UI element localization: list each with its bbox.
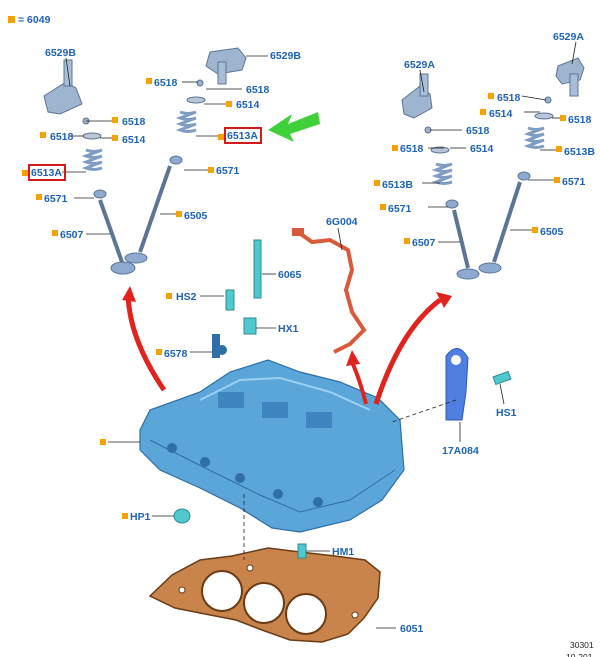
highlight-box-6513A-mid bbox=[224, 127, 262, 144]
label-6514-d: 6514 bbox=[470, 143, 494, 155]
label-6571-a: 6571 bbox=[44, 193, 68, 205]
label-6518-b: 6518 bbox=[246, 84, 270, 96]
label-6518-h: 6518 bbox=[400, 143, 424, 155]
label-6518-g: 6518 bbox=[466, 125, 490, 137]
label-6514-a: 6514 bbox=[122, 134, 146, 146]
valve-group-far-right bbox=[478, 57, 585, 274]
label-6505-a: 6505 bbox=[184, 210, 208, 222]
label-6513B-a: 6513B bbox=[564, 146, 595, 158]
orange-markers bbox=[22, 78, 566, 519]
green-pointer-arrow bbox=[268, 112, 320, 142]
legend-marker bbox=[8, 16, 15, 23]
legend: = 6049 bbox=[8, 14, 51, 26]
bolt-HS1 bbox=[492, 370, 512, 386]
label-6571-b: 6571 bbox=[216, 165, 240, 177]
valve-group-mid bbox=[124, 47, 247, 264]
label-17A084: 17A084 bbox=[442, 445, 479, 457]
label-6518-c: 6518 bbox=[122, 116, 146, 128]
label-6518-e: 6518 bbox=[497, 92, 521, 104]
label-6513A-a: 6513A bbox=[31, 167, 62, 179]
label-6507-b: 6507 bbox=[412, 237, 436, 249]
fitting-HX1 bbox=[243, 317, 257, 335]
label-HM1: HM1 bbox=[332, 546, 354, 558]
sensor-6578 bbox=[212, 334, 227, 358]
label-6529B-mid: 6529B bbox=[270, 50, 301, 62]
lifting-eye-17A084 bbox=[445, 348, 469, 421]
corner-ref-line2: 10-201 bbox=[566, 652, 593, 657]
leader-lines bbox=[62, 41, 577, 629]
dowel-HM1 bbox=[297, 543, 307, 559]
label-6513B-b: 6513B bbox=[382, 179, 413, 191]
highlight-box-6513A-left bbox=[28, 164, 66, 181]
label-6051: 6051 bbox=[400, 623, 424, 635]
label-6571-d: 6571 bbox=[388, 203, 412, 215]
label-6507-a: 6507 bbox=[60, 229, 84, 241]
head-gasket bbox=[148, 547, 381, 643]
bolt-HS2 bbox=[225, 289, 235, 311]
direction-arrows bbox=[122, 112, 452, 405]
label-6065: 6065 bbox=[278, 269, 302, 281]
label-HP1: HP1 bbox=[130, 511, 151, 523]
valve-group-right bbox=[401, 73, 480, 280]
label-6518-a: 6518 bbox=[154, 77, 178, 89]
label-6571-c: 6571 bbox=[562, 176, 586, 188]
label-6G004: 6G004 bbox=[326, 216, 358, 228]
label-6514-c: 6514 bbox=[489, 108, 513, 120]
temperature-sensor-harness bbox=[292, 228, 367, 354]
valve-spring-left bbox=[81, 148, 103, 171]
label-6513A-b: 6513A bbox=[227, 130, 258, 142]
label-HX1: HX1 bbox=[278, 323, 299, 335]
label-6529B-left: 6529B bbox=[45, 47, 76, 59]
label-6529A-far: 6529A bbox=[553, 31, 584, 43]
corner-ref-line1: 30301 bbox=[570, 640, 594, 650]
label-6578: 6578 bbox=[164, 348, 188, 360]
label-6514-b: 6514 bbox=[236, 99, 260, 111]
label-6505-b: 6505 bbox=[540, 226, 564, 238]
cylinder-head bbox=[139, 359, 405, 533]
label-6518-f: 6518 bbox=[568, 114, 592, 126]
plug-HP1 bbox=[173, 508, 191, 524]
label-HS2: HS2 bbox=[176, 291, 197, 303]
stud-6065 bbox=[253, 239, 262, 299]
legend-text: = 6049 bbox=[18, 14, 51, 26]
label-HS1: HS1 bbox=[496, 407, 517, 419]
valve-group-left bbox=[43, 59, 136, 275]
label-6529A-right: 6529A bbox=[404, 59, 435, 71]
label-6518-d: 6518 bbox=[50, 131, 74, 143]
